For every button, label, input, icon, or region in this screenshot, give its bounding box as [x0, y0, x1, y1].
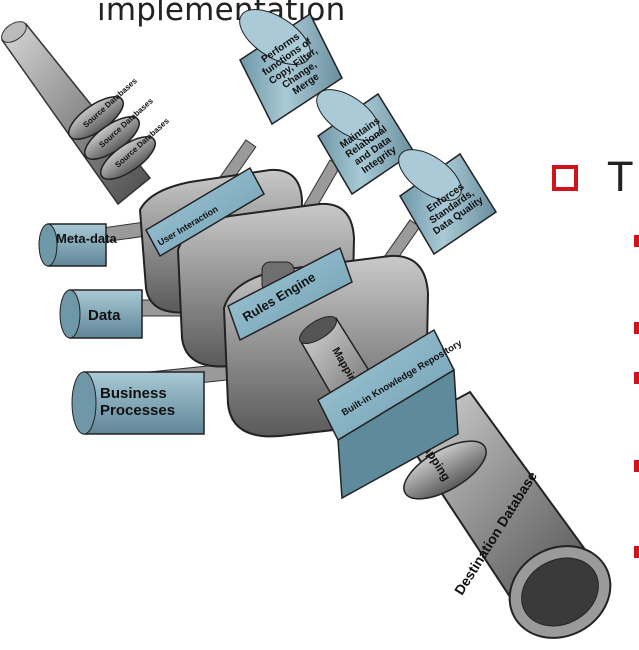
right-partial-title: T [608, 155, 633, 201]
cylinder-standards: EnforcesStandards,Data Quality [398, 149, 498, 256]
red-bullet-marker [634, 372, 639, 384]
metadata-label: Meta-data [56, 231, 117, 246]
cylinder-copy-filter: Performsfunctions ofCopy, Filter,Change,… [239, 9, 343, 126]
red-bullet-marker [634, 546, 639, 558]
red-bullet-marker [634, 460, 639, 472]
cylinder-metadata: Meta-data [38, 223, 117, 267]
cylinder-relational: MaintainsRelationaland DataIntegrity [316, 89, 416, 196]
red-bullet-marker [634, 322, 639, 334]
source-pipe [0, 21, 152, 206]
data-label: Data [88, 307, 121, 324]
cylinder-data: Data [59, 289, 143, 339]
red-checkbox-bullet-icon [552, 165, 578, 191]
red-bullet-marker [634, 235, 639, 247]
